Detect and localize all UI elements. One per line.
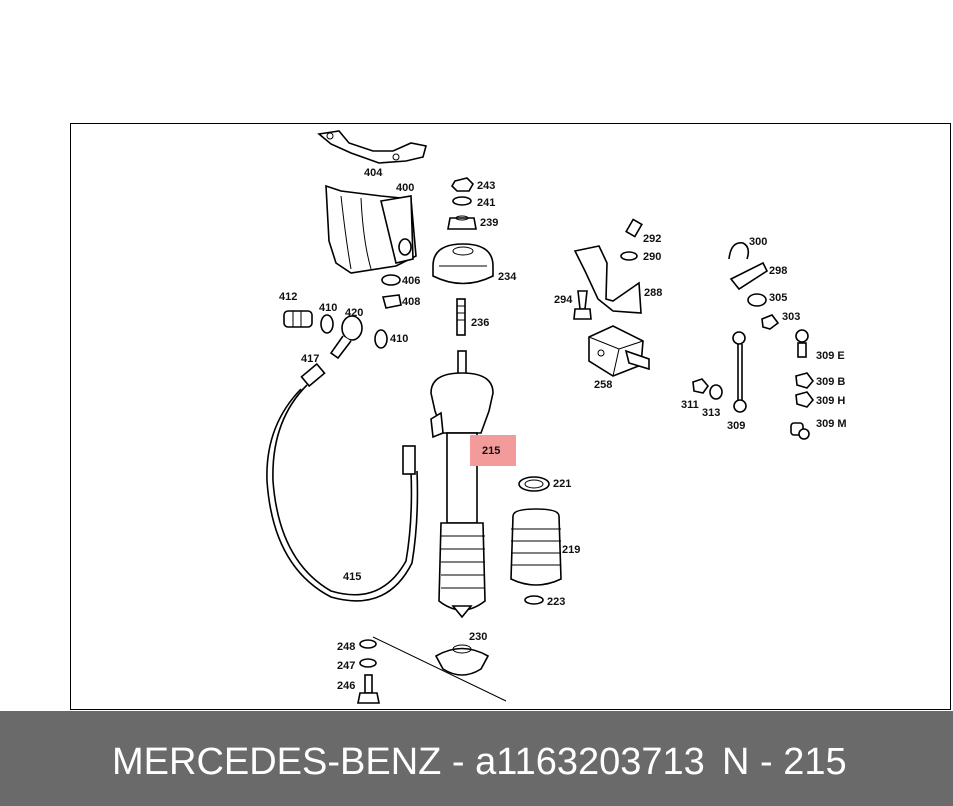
- part-288-bracket[interactable]: [573, 245, 642, 314]
- highlight-box: [470, 435, 516, 466]
- part-258-valve[interactable]: [588, 325, 650, 377]
- part-309B-nut[interactable]: [795, 372, 815, 389]
- part-290-clip[interactable]: [620, 251, 638, 261]
- label-412: 412: [279, 291, 297, 303]
- label-288: 288: [644, 287, 662, 299]
- part-410-seal-right[interactable]: [374, 329, 388, 349]
- part-292-bolt[interactable]: [625, 218, 643, 238]
- label-309B: 309 B: [816, 376, 845, 388]
- label-303: 303: [782, 311, 800, 323]
- part-230-lower-mount[interactable]: [372, 636, 507, 702]
- label-305: 305: [769, 292, 787, 304]
- label-290: 290: [643, 251, 661, 263]
- part-400-cover[interactable]: [325, 184, 417, 274]
- label-246: 246: [337, 680, 355, 692]
- label-241: 241: [477, 197, 495, 209]
- part-415-hose[interactable]: [266, 384, 419, 602]
- label-408: 408: [402, 296, 420, 308]
- part-300-u-clip[interactable]: [728, 242, 750, 260]
- part-219-bellows[interactable]: [510, 508, 562, 586]
- label-294: 294: [554, 294, 573, 306]
- label-247: 247: [337, 660, 355, 672]
- part-309-linkage[interactable]: [732, 331, 747, 413]
- footer-brand-part-number: MERCEDES-BENZ - a1163203713: [112, 741, 705, 783]
- label-309H: 309 H: [816, 395, 845, 407]
- label-239: 239: [480, 217, 498, 229]
- part-420-banjo[interactable]: [329, 315, 363, 360]
- label-248: 248: [337, 641, 355, 653]
- label-404: 404: [364, 167, 383, 179]
- label-243: 243: [477, 180, 495, 192]
- part-309E-end[interactable]: [795, 329, 809, 358]
- part-221-ring[interactable]: [518, 476, 550, 492]
- part-223-clip[interactable]: [524, 595, 544, 605]
- label-234: 234: [498, 271, 517, 283]
- label-219: 219: [562, 544, 580, 556]
- part-410-seal-left[interactable]: [320, 314, 334, 334]
- label-406: 406: [402, 275, 420, 287]
- label-400: 400: [396, 182, 414, 194]
- part-234-top-mount[interactable]: [432, 243, 494, 285]
- label-410-right: 410: [390, 333, 408, 345]
- label-415: 415: [343, 571, 361, 583]
- diagram-frame: 404 400 243 241 239 234 236 406 408 412 …: [70, 123, 951, 710]
- label-311: 311: [681, 399, 699, 411]
- part-248-washer[interactable]: [359, 639, 377, 649]
- part-241-washer[interactable]: [452, 196, 472, 206]
- label-298: 298: [769, 265, 787, 277]
- part-417-fitting[interactable]: [300, 362, 326, 388]
- part-311-nut[interactable]: [692, 378, 710, 394]
- part-404-bracket[interactable]: [317, 130, 427, 164]
- label-410-left: 410: [319, 302, 337, 314]
- part-215-shock-strut[interactable]: [430, 350, 494, 619]
- label-236: 236: [471, 317, 489, 329]
- label-215: 215: [482, 445, 500, 457]
- label-309: 309: [727, 420, 745, 432]
- footer-reference: N - 215: [722, 741, 847, 783]
- part-239-bushing[interactable]: [447, 215, 477, 230]
- parts-diagram: 404 400 243 241 239 234 236 406 408 412 …: [266, 130, 847, 704]
- part-408-nut[interactable]: [381, 294, 402, 309]
- part-298-bracket[interactable]: [729, 261, 769, 291]
- label-309E: 309 E: [816, 350, 845, 362]
- part-305-washer[interactable]: [747, 293, 767, 307]
- part-246-bolt[interactable]: [357, 674, 380, 704]
- part-309H-nut[interactable]: [795, 391, 815, 408]
- label-417: 417: [301, 353, 319, 365]
- part-406-washer[interactable]: [381, 274, 401, 286]
- label-300: 300: [749, 236, 767, 248]
- part-247-washer[interactable]: [359, 658, 377, 668]
- label-230: 230: [469, 631, 487, 643]
- part-236-rod[interactable]: [456, 298, 466, 336]
- label-223: 223: [547, 596, 565, 608]
- part-313-washer[interactable]: [709, 384, 723, 400]
- label-313: 313: [702, 407, 720, 419]
- label-258: 258: [594, 379, 612, 391]
- part-309M-end[interactable]: [790, 422, 810, 440]
- label-292: 292: [643, 233, 661, 245]
- label-309M: 309 M: [816, 418, 847, 430]
- part-243-nut[interactable]: [450, 177, 474, 192]
- part-303-nut[interactable]: [761, 314, 780, 330]
- label-221: 221: [553, 478, 571, 490]
- label-420: 420: [345, 307, 363, 319]
- footer-bar: MERCEDES-BENZ - a1163203713 N - 215: [0, 711, 953, 806]
- part-294-screw[interactable]: [573, 290, 592, 320]
- part-412-banjo-bolt[interactable]: [283, 310, 313, 328]
